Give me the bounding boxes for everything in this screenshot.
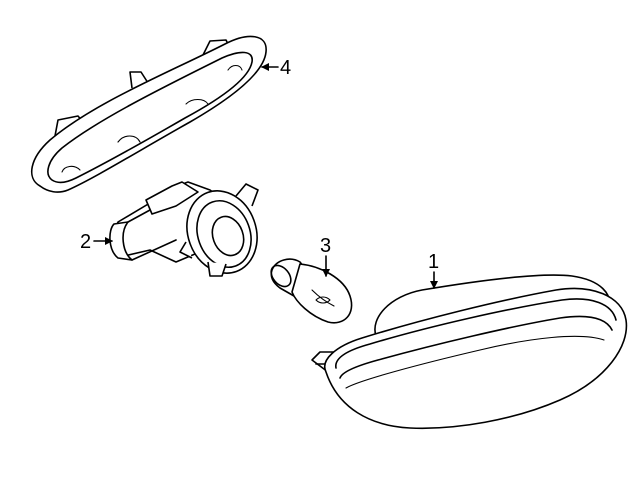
callout-4: 4 [261,57,291,79]
socket-part [109,181,259,277]
callout-3: 3 [320,235,331,277]
callout-label-1: 1 [428,251,439,273]
callout-label-4: 4 [280,57,291,79]
callout-1: 1 [428,251,439,289]
callout-2: 2 [80,231,113,253]
bezel-frame-part [30,35,267,193]
bulb-part [270,258,353,324]
marker-lamp-part [311,274,628,430]
callout-label-2: 2 [80,231,91,253]
callout-label-3: 3 [320,235,331,257]
